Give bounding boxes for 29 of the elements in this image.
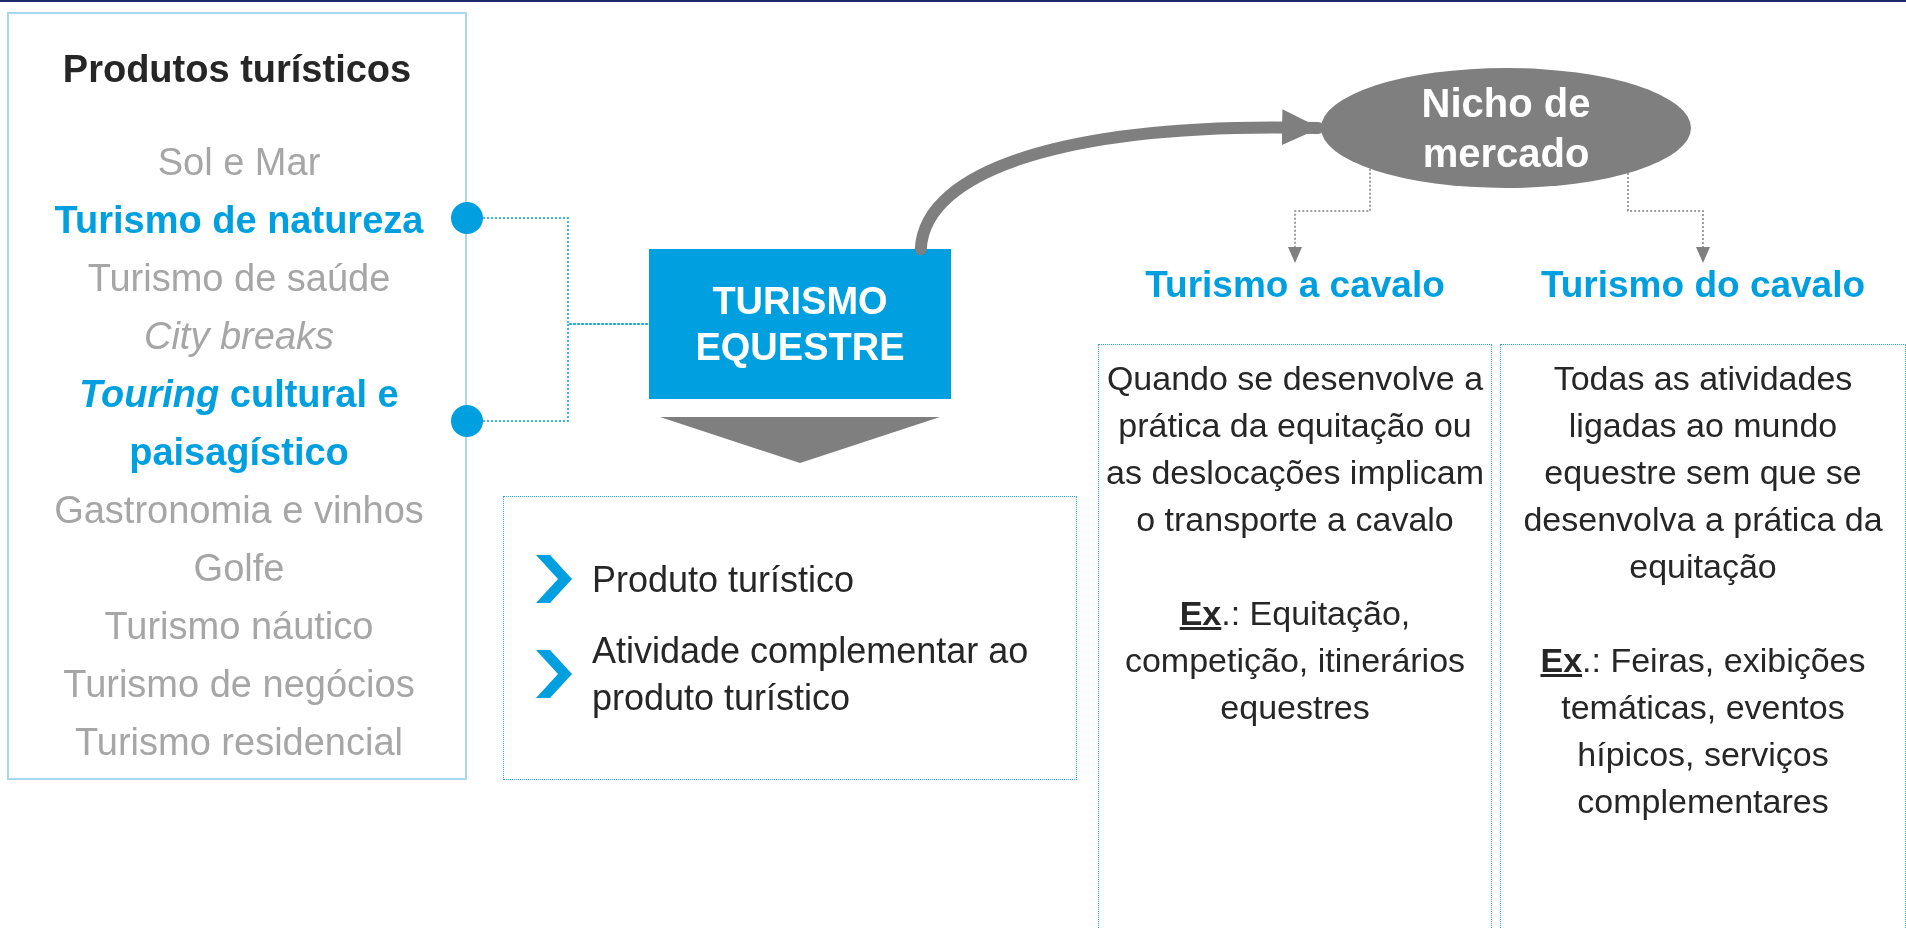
ellipse-label: Nicho de mercado: [1420, 80, 1592, 177]
body-text: Ex.: Feiras, exibições temáticas, eventos hípicos, serviços complementares: [1539, 640, 1867, 822]
connector: [1627, 172, 1710, 263]
list-item: Turismo de negócios: [62, 662, 416, 707]
process-box: [649, 249, 951, 399]
dotted-panel: [503, 496, 1077, 780]
body-text: Quando se desenvolve a prática da equitação ou as deslocações implicam o transporte a cavalo: [1105, 358, 1485, 540]
list-item: City breaks: [142, 314, 336, 359]
box-title: TURISMO EQUESTRE: [694, 279, 906, 370]
list-item: Sol e Mar: [156, 140, 322, 185]
body-text: Todas as atividades ligadas ao mundo equestre sem que se desenvolva a prática da equitação: [1522, 358, 1884, 587]
connector: [1288, 167, 1371, 263]
column-heading: Turismo a cavalo: [1144, 263, 1446, 307]
list-item: Turismo de saúde: [86, 256, 392, 301]
list-item: Turismo residencial: [74, 720, 404, 765]
list-panel: [7, 12, 467, 780]
list-item: Touring cultural e paisagístico: [78, 372, 400, 475]
bullet-text: Atividade complementar ao produto turístico: [592, 629, 1030, 720]
column-heading: Turismo do cavalo: [1539, 263, 1867, 307]
curved-arrow: [914, 109, 1324, 255]
connector: [451, 323, 650, 437]
list-item: Gastronomia e vinhos: [53, 488, 425, 533]
body-text: Ex.: Equitação, competição, itinerários equestres: [1123, 593, 1467, 728]
list-item: Turismo de natureza: [53, 198, 425, 243]
bullet-text: Produto turístico: [592, 557, 855, 602]
list-item: Golfe: [192, 546, 286, 591]
panel-heading: Produtos turísticos: [61, 47, 413, 92]
chevron-arrow: [660, 417, 940, 463]
list-item: Turismo náutico: [103, 604, 375, 649]
